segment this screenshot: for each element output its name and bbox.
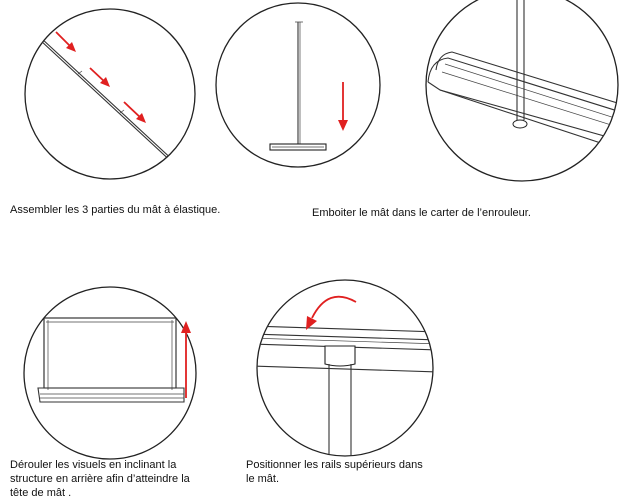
top-rail-closeup xyxy=(257,325,433,456)
step-1-circle xyxy=(24,8,196,180)
step-1-caption: Assembler les 3 parties du mât à élastiq… xyxy=(10,204,221,216)
step-2-caption: Emboiter le mât dans le carter de l’enro… xyxy=(312,207,531,219)
arrow-icon xyxy=(306,295,357,330)
base-closeup xyxy=(427,0,618,157)
banner-unrolled xyxy=(37,317,185,403)
step-4-caption: Positionner les rails supérieurs dans le… xyxy=(246,458,476,486)
step-3-caption-line-2: structure en arrière afin d’atteindre la xyxy=(10,473,190,485)
step-4-caption-line-2: le mât. xyxy=(246,473,280,485)
step-3-caption: Dérouler les visuels en inclinant la str… xyxy=(10,458,240,500)
arrow-icon xyxy=(181,321,191,398)
pole-and-base xyxy=(269,21,327,151)
step-4-circle xyxy=(256,279,434,457)
arrow-icon xyxy=(55,31,146,123)
step-4-caption-line-1: Positionner les rails supérieurs dans xyxy=(246,459,423,471)
step-3-caption-line-1: Dérouler les visuels en inclinant la xyxy=(10,459,177,471)
step-3-caption-line-3: tête de mât . xyxy=(10,487,72,499)
pole-segments xyxy=(39,37,177,166)
arrow-icon xyxy=(338,82,348,131)
step-2b-circle xyxy=(425,0,619,182)
